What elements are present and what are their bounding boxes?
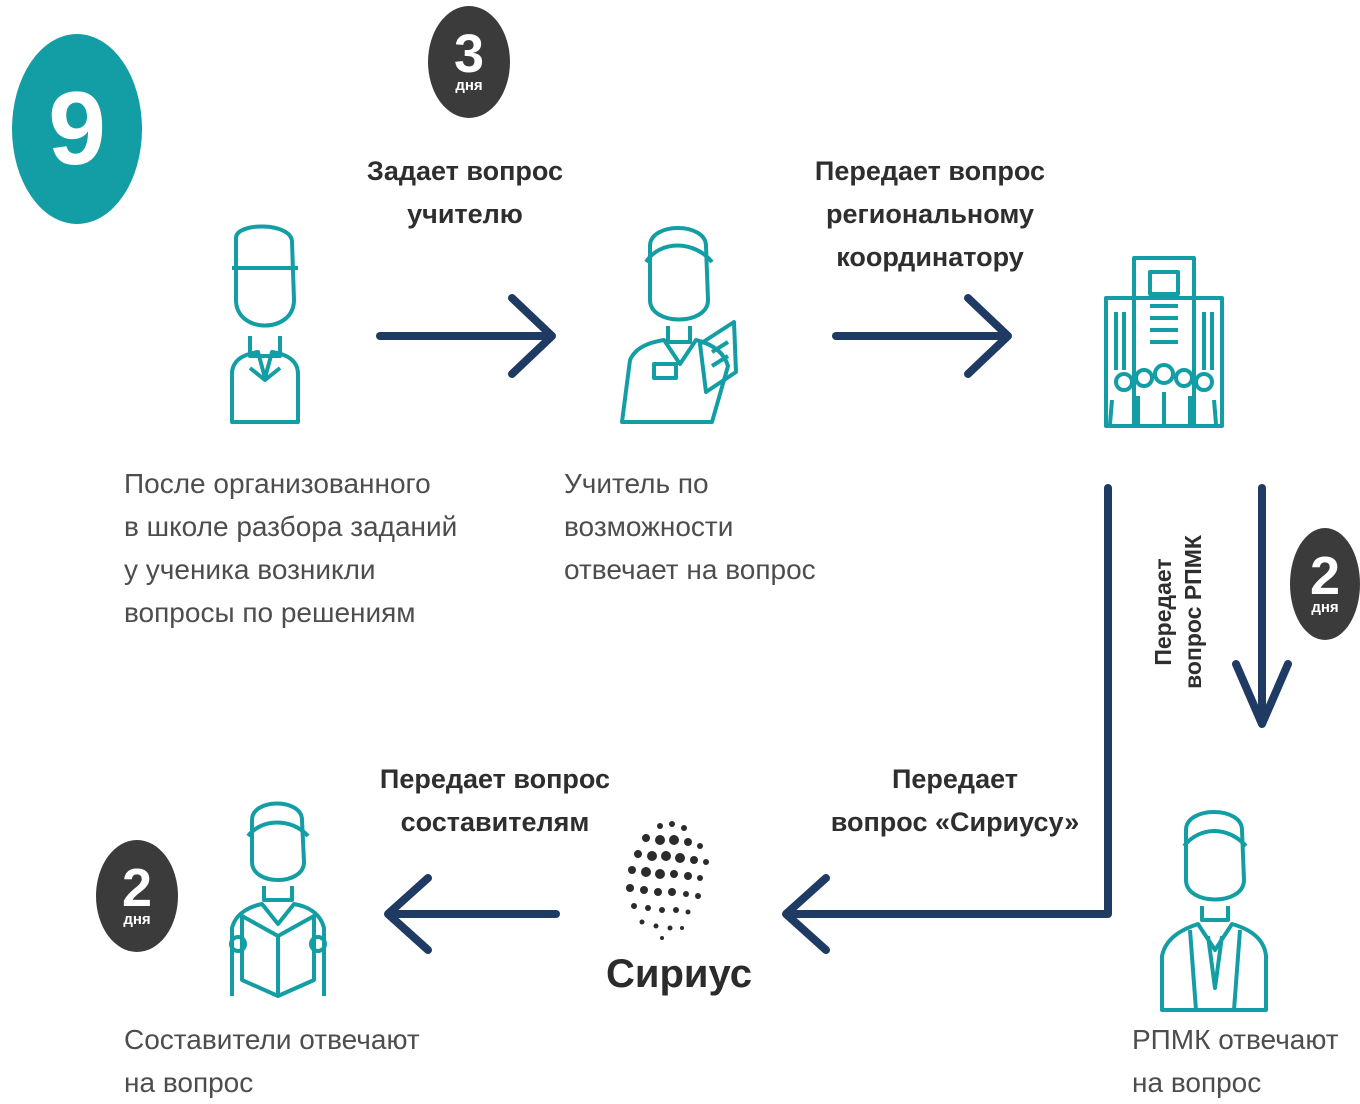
days-number: 2	[121, 858, 153, 918]
step-number-badge: 9	[12, 34, 142, 224]
action-ask-teacher: Задает вопрос учителю	[366, 156, 564, 229]
author-reading-icon	[229, 801, 327, 998]
arrow-to-teacher	[376, 294, 556, 378]
teacher-icon	[620, 226, 738, 424]
days-number: 2	[1309, 546, 1341, 606]
caption-teacher: Учитель по возможности отвечает на вопро…	[564, 468, 816, 585]
arrow-to-coordinator	[832, 294, 1012, 378]
arrow-to-authors	[384, 874, 560, 954]
days-unit: дня	[1311, 599, 1339, 616]
days-number: 3	[453, 24, 485, 84]
days-badge-right: 2 дня	[1290, 528, 1360, 640]
caption-student: После организованного в школе разбора за…	[124, 468, 458, 628]
days-unit: дня	[455, 77, 483, 94]
action-to-authors: Передает вопрос составителям	[379, 764, 611, 837]
sirius-logo-text: Сириус	[606, 952, 752, 996]
expert-icon	[1160, 810, 1268, 1012]
caption-authors: Составители отвечают на вопрос	[124, 1024, 420, 1098]
action-to-sirius: Передает вопрос «Сириусу»	[830, 764, 1080, 837]
days-unit: дня	[123, 911, 151, 928]
arrow-to-sirius	[782, 484, 1112, 954]
student-icon	[230, 224, 300, 424]
step-number: 9	[48, 70, 106, 187]
action-to-coordinator: Передает вопрос региональному координато…	[814, 156, 1046, 272]
building-icon	[1104, 256, 1224, 428]
arrow-to-rpmk	[1232, 484, 1292, 728]
days-badge-top: 3 дня	[428, 6, 510, 118]
sirius-logo-icon	[626, 821, 709, 940]
caption-rpmk: РПМК отвечают на вопрос	[1132, 1024, 1339, 1098]
days-badge-left: 2 дня	[96, 840, 178, 952]
